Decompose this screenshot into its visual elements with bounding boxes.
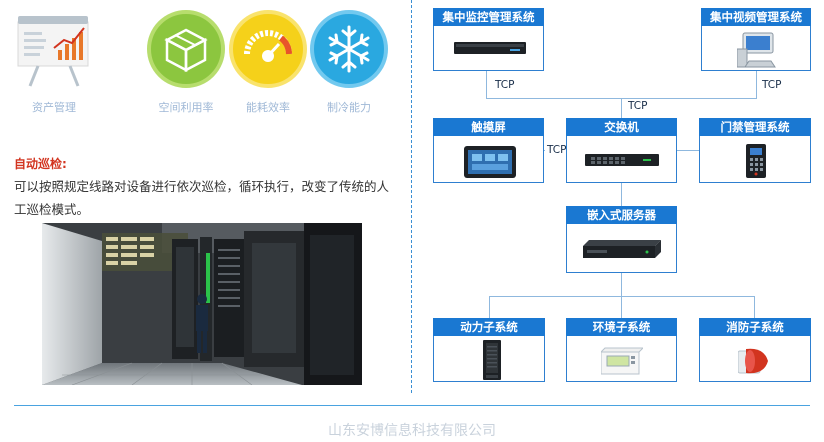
energy-efficiency-label: 能耗效率 <box>246 101 290 114</box>
box-title: 嵌入式服务器 <box>566 206 677 224</box>
company-name: 山东安博信息科技有限公司 <box>328 423 496 439</box>
embedded-server-box: 嵌入式服务器 <box>566 206 677 273</box>
connector-line <box>486 70 487 98</box>
connector-line <box>621 182 622 206</box>
access-control-system-box: 门禁管理系统 <box>699 118 811 183</box>
touch-screen-box: 触摸屏 <box>433 118 544 183</box>
switch-device-icon <box>585 151 659 173</box>
box-title: 动力子系统 <box>433 318 545 336</box>
tcp-label: TCP <box>493 79 517 91</box>
desktop-computer-icon <box>736 31 777 73</box>
connector-line <box>621 98 622 118</box>
auto-inspection-description: 可以按照规定线路对设备进行依次巡检，循环执行，改变了传统的人工巡检模式。 <box>14 179 390 217</box>
connector-line <box>489 296 490 318</box>
snowflake-icon <box>310 10 388 88</box>
rack-server-icon <box>454 39 526 61</box>
cooling-capacity-label: 制冷能力 <box>327 101 371 114</box>
fire-subsystem-box: 消防子系统 <box>699 318 811 382</box>
power-subsystem-box: 动力子系统 <box>433 318 545 382</box>
box-title: 环境子系统 <box>566 318 677 336</box>
box-title: 集中视频管理系统 <box>701 8 811 26</box>
connector-line <box>621 296 622 318</box>
space-utilization-label: 空间利用率 <box>158 101 214 114</box>
box-title: 交换机 <box>566 118 677 136</box>
asset-management-icon <box>14 10 94 88</box>
connector-line <box>754 296 755 318</box>
central-video-system-box: 集中视频管理系统 <box>701 8 811 71</box>
inspection-scene-image <box>42 223 362 385</box>
access-reader-icon <box>746 144 766 182</box>
embedded-server-icon <box>583 236 661 266</box>
environment-subsystem-box: 环境子系统 <box>566 318 677 382</box>
asset-management-label: 资产管理 <box>32 101 76 114</box>
cabinet-icon <box>483 340 501 384</box>
footer-divider <box>14 405 810 406</box>
fire-alarm-icon <box>737 345 772 381</box>
environment-sensor-icon <box>599 346 645 380</box>
network-switch-box: 交换机 <box>566 118 677 183</box>
auto-inspection-title: 自动巡检: <box>14 157 67 171</box>
gauge-icon <box>229 10 307 88</box>
box-title: 集中监控管理系统 <box>433 8 544 26</box>
box-title: 门禁管理系统 <box>699 118 811 136</box>
vertical-divider <box>411 0 412 393</box>
central-monitoring-system-box: 集中监控管理系统 <box>433 8 544 71</box>
connector-line <box>756 70 757 98</box>
connector-line <box>621 272 622 296</box>
tcp-label: TCP <box>760 79 784 91</box>
box-title: 消防子系统 <box>699 318 811 336</box>
connector-line <box>676 150 700 151</box>
tcp-label: TCP <box>545 144 569 156</box>
box-title: 触摸屏 <box>433 118 544 136</box>
tcp-label: TCP <box>626 100 650 112</box>
cube-space-icon <box>147 10 225 88</box>
touch-panel-icon <box>464 146 516 182</box>
